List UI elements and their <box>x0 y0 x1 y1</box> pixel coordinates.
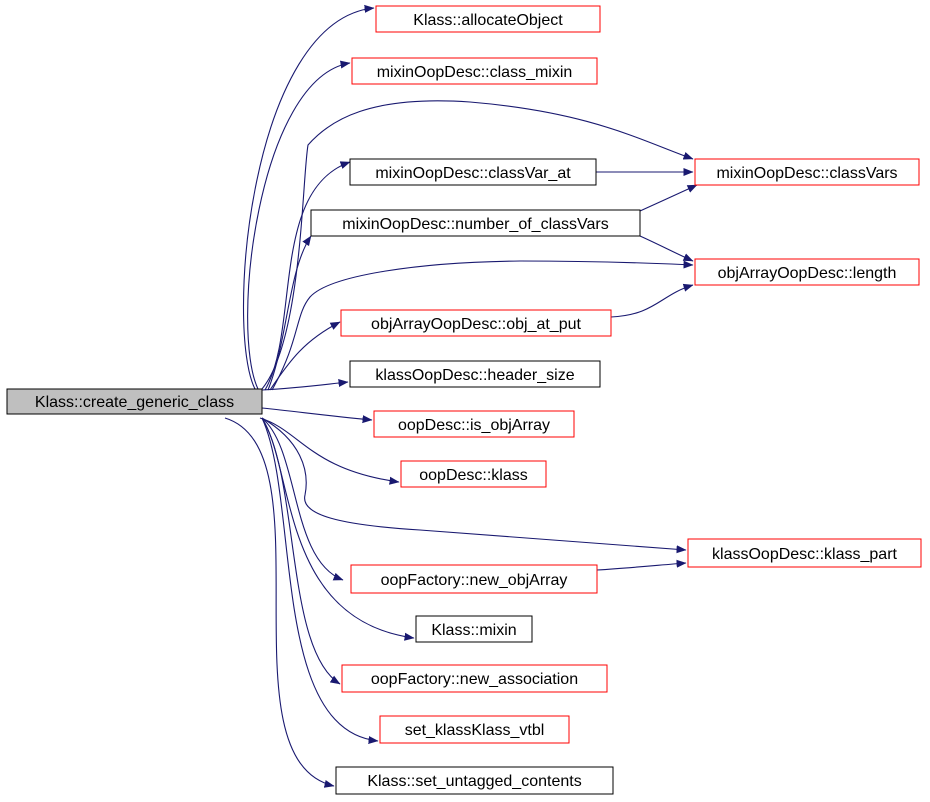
node-set_klassKlass_vtbl[interactable]: set_klassKlass_vtbl <box>379 715 570 744</box>
node-label: oopFactory::new_objArray <box>381 572 568 589</box>
edge-create_generic_class-to-klass <box>259 417 400 485</box>
edge-create_generic_class-to-is_objArray <box>261 407 373 424</box>
edge-create_generic_class-to-header_size <box>261 379 349 391</box>
node-label: objArrayOopDesc::length <box>718 265 897 282</box>
edge-number_of_classVars-to-length <box>639 235 694 262</box>
node-label: Klass::create_generic_class <box>35 394 234 411</box>
node-allocateObject[interactable]: Klass::allocateObject <box>375 5 601 33</box>
edge-create_generic_class-to-set_untagged_contents <box>224 417 335 788</box>
edge-create_generic_class-to-klass_part <box>261 417 687 554</box>
node-mixin[interactable]: Klass::mixin <box>415 615 533 643</box>
node-label: klassOopDesc::klass_part <box>712 546 898 563</box>
edge-obj_at_put-to-length <box>610 283 694 318</box>
edge-create_generic_class-to-classVar_at <box>264 161 351 391</box>
edge-number_of_classVars-to-classVars <box>639 184 698 212</box>
node-is_objArray[interactable]: oopDesc::is_objArray <box>373 410 575 438</box>
node-label: oopDesc::klass <box>419 467 528 484</box>
node-set_untagged_contents[interactable]: Klass::set_untagged_contents <box>335 766 614 795</box>
node-label: objArrayOopDesc::obj_at_put <box>371 316 581 333</box>
node-label: Klass::allocateObject <box>413 12 563 29</box>
node-number_of_classVars[interactable]: mixinOopDesc::number_of_classVars <box>310 209 641 237</box>
node-klass_part[interactable]: klassOopDesc::klass_part <box>687 538 922 568</box>
edge-create_generic_class-to-obj_at_put <box>269 321 341 391</box>
node-label: mixinOopDesc::number_of_classVars <box>342 216 608 233</box>
node-klass[interactable]: oopDesc::klass <box>400 460 547 488</box>
edge-create_generic_class-to-number_of_classVars <box>267 235 312 391</box>
node-label: oopFactory::new_association <box>371 671 578 688</box>
edge-create_generic_class-to-class_mixin <box>247 60 351 390</box>
node-obj_at_put[interactable]: objArrayOopDesc::obj_at_put <box>340 309 612 337</box>
node-new_objArray[interactable]: oopFactory::new_objArray <box>350 564 598 594</box>
node-label: oopDesc::is_objArray <box>398 417 550 434</box>
edge-create_generic_class-to-new_association <box>261 417 341 685</box>
node-class_mixin[interactable]: mixinOopDesc::class_mixin <box>351 57 598 85</box>
node-label: Klass::mixin <box>431 622 516 639</box>
node-classVars[interactable]: mixinOopDesc::classVars <box>694 158 920 186</box>
node-create-generic-class[interactable]: Klass::create_generic_class <box>6 388 263 415</box>
node-new_association[interactable]: oopFactory::new_association <box>341 664 608 693</box>
node-label: mixinOopDesc::classVar_at <box>375 165 571 182</box>
node-label: set_klassKlass_vtbl <box>405 722 545 739</box>
edge-create_generic_class-to-new_objArray <box>261 417 344 581</box>
node-classVar_at[interactable]: mixinOopDesc::classVar_at <box>349 158 597 186</box>
edge-new_objArray-to-klass_part <box>596 559 687 571</box>
node-length[interactable]: objArrayOopDesc::length <box>694 258 920 286</box>
node-header_size[interactable]: klassOopDesc::header_size <box>349 360 601 388</box>
edge-create_generic_class-to-length <box>271 260 694 391</box>
edge-create_generic_class-to-allocateObject <box>242 4 375 390</box>
node-label: mixinOopDesc::classVars <box>716 165 897 182</box>
node-label: Klass::set_untagged_contents <box>367 773 581 790</box>
node-label: mixinOopDesc::class_mixin <box>377 64 573 81</box>
edge-create_generic_class-to-set_klassKlass_vtbl <box>261 417 379 744</box>
node-label: klassOopDesc::header_size <box>375 367 574 384</box>
edge-create_generic_class-to-classVars <box>261 100 694 390</box>
